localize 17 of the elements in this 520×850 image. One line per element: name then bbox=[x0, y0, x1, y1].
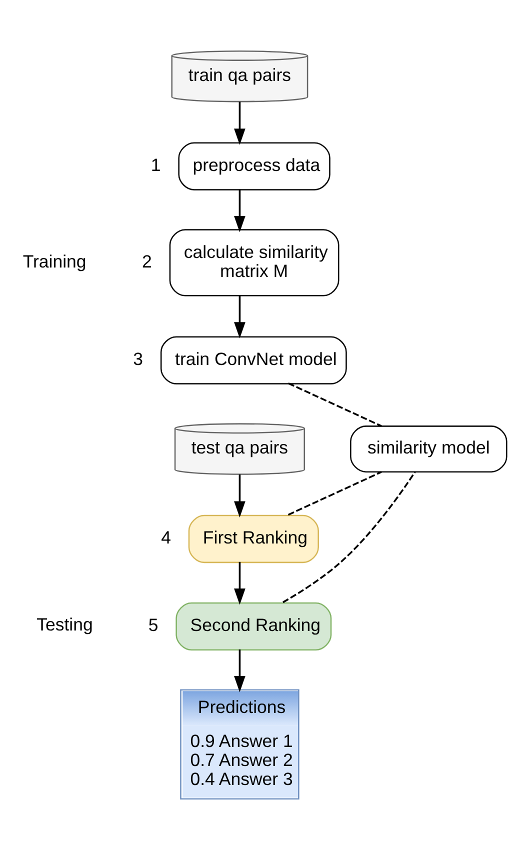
connector bbox=[288, 471, 382, 516]
arrow bbox=[234, 102, 246, 145]
arrow bbox=[234, 562, 246, 605]
node-label: 3 bbox=[133, 349, 144, 370]
arrow bbox=[234, 189, 246, 232]
node-label: 5 bbox=[148, 615, 158, 636]
node-label: 4 bbox=[161, 528, 171, 548]
node-label: 1 bbox=[150, 154, 161, 175]
connector bbox=[282, 471, 416, 604]
arrow bbox=[234, 296, 246, 338]
node-label: 2 bbox=[142, 251, 152, 272]
connector bbox=[288, 382, 382, 427]
node-box: similarity model bbox=[350, 426, 508, 472]
arrow bbox=[234, 649, 246, 692]
arrow bbox=[234, 474, 246, 518]
label: Training bbox=[22, 251, 86, 272]
label: Testing bbox=[36, 614, 93, 635]
